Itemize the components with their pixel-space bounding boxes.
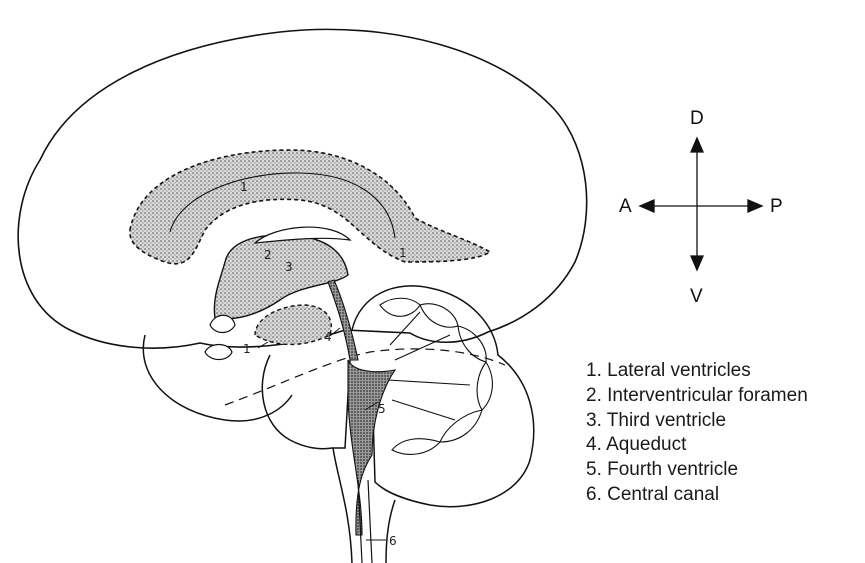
central-canal [358, 480, 372, 563]
legend-item-third-ventricle: 3. Third ventricle [586, 409, 808, 434]
label-num-1-posterior: 1 [399, 246, 407, 260]
cerebellum-folia [380, 298, 492, 454]
arrow-left-icon [640, 200, 654, 212]
arrow-right-icon [748, 200, 762, 212]
label-num-6: 6 [389, 534, 397, 548]
orientation-anterior: A [619, 196, 632, 218]
legend-item-aqueduct: 4. Aqueduct [586, 433, 808, 458]
label-num-3: 3 [285, 260, 293, 274]
label-num-5: 5 [378, 402, 386, 416]
arrow-up-icon [691, 138, 703, 152]
orientation-posterior: P [770, 196, 783, 218]
pituitary [205, 345, 232, 360]
third-ventricle [214, 235, 348, 319]
pons-outline [262, 355, 350, 449]
cerebral-aqueduct [328, 280, 358, 360]
orientation-dorsal: D [690, 108, 704, 130]
label-num-1-inferior: 1 [243, 342, 251, 356]
fourth-ventricle [348, 360, 395, 535]
legend-item-interventricular-foramen: 2. Interventricular foramen [586, 384, 808, 409]
inferior-horn [255, 305, 331, 344]
label-num-4: 4 [324, 330, 332, 344]
orientation-compass [640, 138, 762, 270]
legend-item-central-canal: 6. Central canal [586, 483, 808, 508]
label-num-1-top: 1 [240, 180, 248, 194]
arrow-down-icon [691, 256, 703, 270]
optic-chiasm [210, 315, 235, 332]
label-num-2: 2 [264, 248, 272, 262]
orientation-ventral: V [690, 286, 703, 308]
legend-list: 1. Lateral ventricles 2. Interventricula… [586, 359, 808, 508]
legend-item-fourth-ventricle: 5. Fourth ventricle [586, 458, 808, 483]
legend-item-lateral-ventricles: 1. Lateral ventricles [586, 359, 808, 384]
